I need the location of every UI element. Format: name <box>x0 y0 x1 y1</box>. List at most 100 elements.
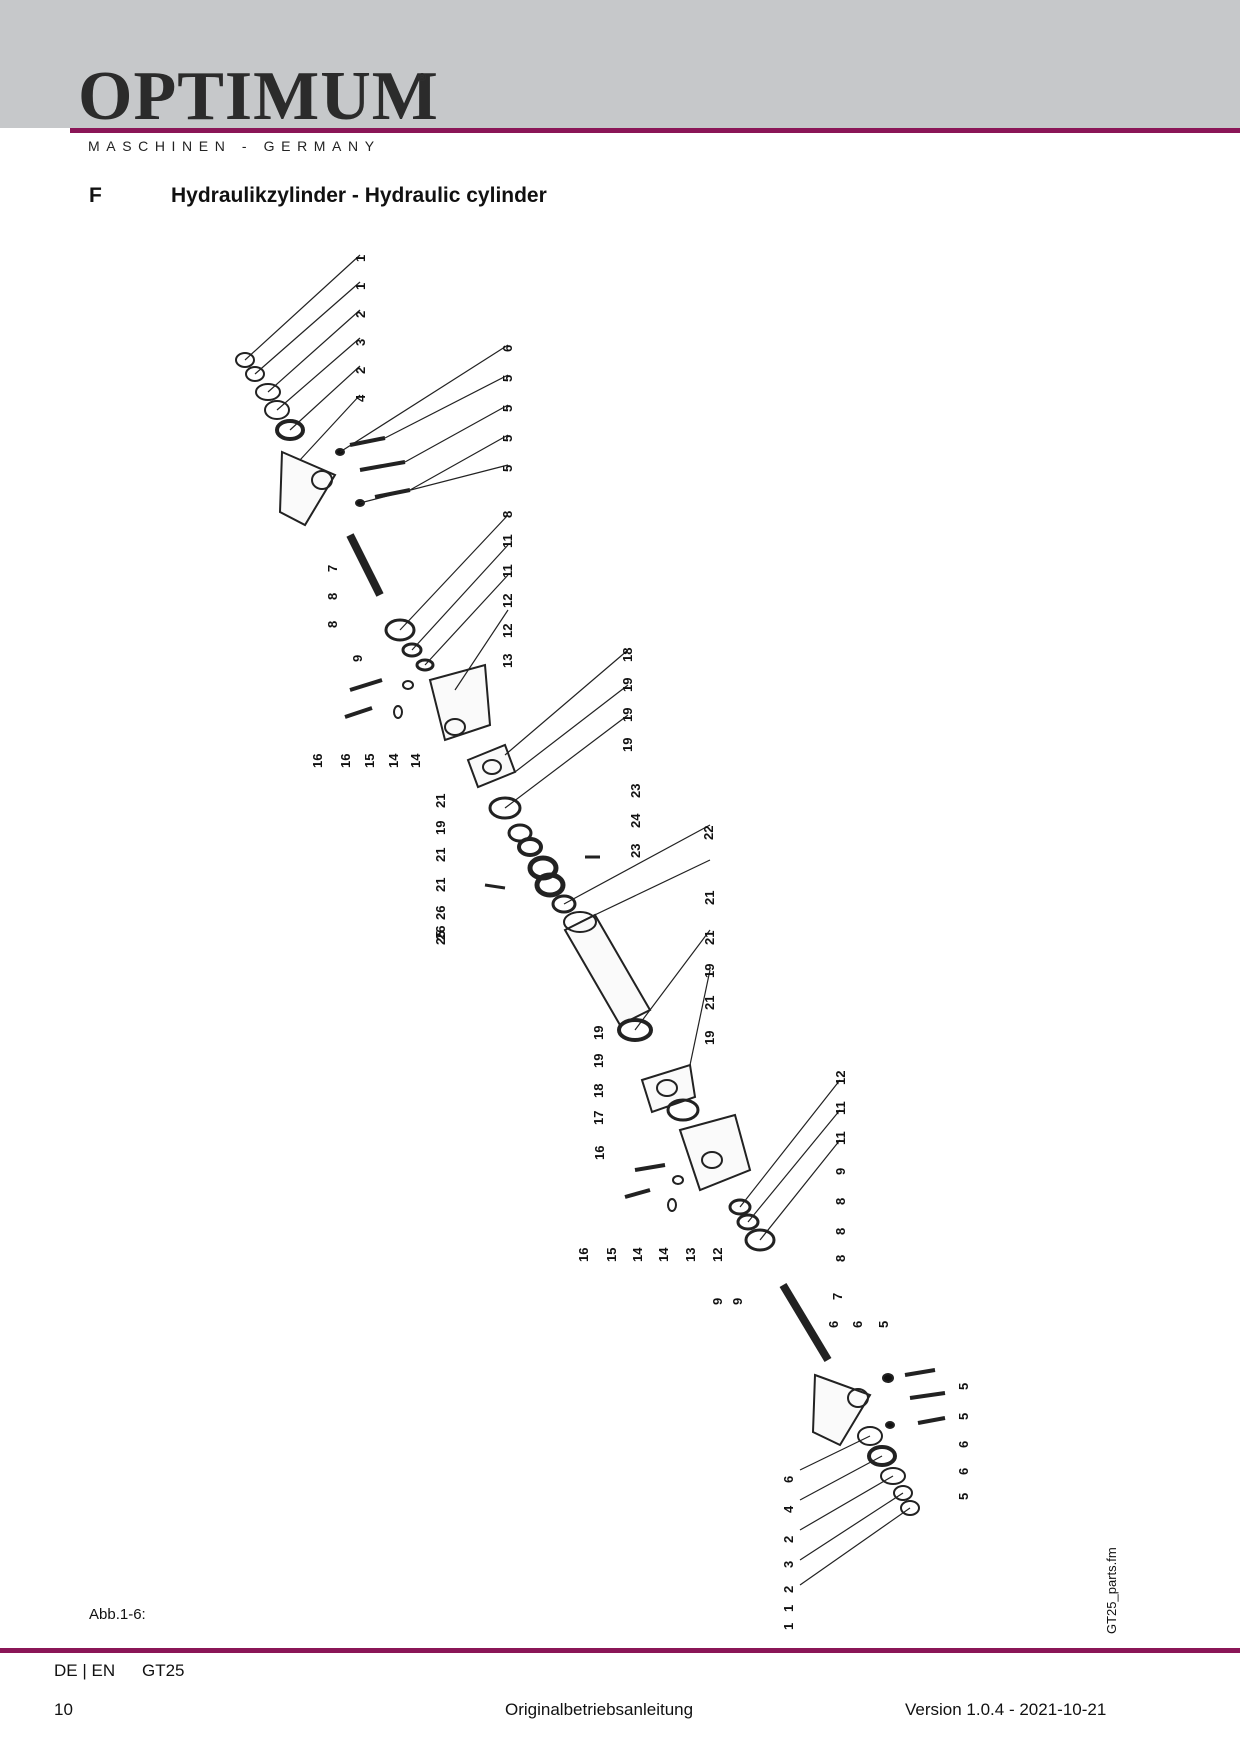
part-callout: 2 <box>781 1536 796 1543</box>
part-nut <box>235 352 255 368</box>
part-callout: 5 <box>500 375 515 382</box>
part-ring <box>736 1213 760 1231</box>
part-callout: 26 <box>433 906 448 920</box>
part-ring <box>488 796 522 820</box>
part-bolt <box>344 706 373 719</box>
part-bolt <box>349 436 386 447</box>
part-shapes <box>235 352 946 1516</box>
part-callout: 16 <box>338 754 353 768</box>
part-callout: 8 <box>833 1228 848 1235</box>
part-washer <box>880 1467 906 1485</box>
footer-version: Version 1.0.4 - 2021-10-21 <box>905 1700 1107 1719</box>
part-tube-end <box>563 911 597 933</box>
part-valve-block <box>428 663 492 742</box>
part-callout: 26 <box>433 926 448 940</box>
part-callout: 11 <box>833 1101 848 1115</box>
part-washer <box>857 1426 883 1446</box>
brand-logo: OPTIMUM <box>78 58 439 135</box>
part-seal <box>672 1175 684 1185</box>
part-callout: 8 <box>500 511 515 518</box>
part-callout: 6 <box>850 1321 865 1328</box>
part-callout: 4 <box>353 394 368 402</box>
part-bolt <box>904 1368 936 1377</box>
part-shaft <box>779 1282 832 1363</box>
part-callout: 5 <box>500 435 515 442</box>
part-callout: 19 <box>620 678 635 692</box>
part-callout: 3 <box>353 339 368 346</box>
part-washer <box>255 383 281 401</box>
part-callout: 14 <box>408 753 423 768</box>
part-flange <box>466 743 517 789</box>
part-callout: 7 <box>830 1293 845 1300</box>
part-callout: 3 <box>781 1561 796 1568</box>
part-callout: 16 <box>592 1146 607 1160</box>
part-callout: 7 <box>325 565 340 572</box>
part-callout: 19 <box>702 1031 717 1045</box>
brand-tagline: MASCHINEN - GERMANY <box>88 138 381 154</box>
part-callout: 5 <box>500 465 515 472</box>
part-flange-bore <box>482 759 502 775</box>
part-callout: 12 <box>500 624 515 638</box>
part-seal <box>402 680 414 690</box>
footer-document-type: Originalbetriebsanleitung <box>505 1700 694 1719</box>
part-callout: 15 <box>604 1248 619 1262</box>
part-bolt <box>634 1163 666 1172</box>
part-callout: 5 <box>956 1383 971 1390</box>
part-ring <box>401 642 423 658</box>
part-callout: 21 <box>433 794 448 808</box>
part-callout: 1 <box>781 1623 796 1630</box>
part-callout: 15 <box>362 754 377 768</box>
part-callout: 22 <box>701 826 716 840</box>
part-callout: 11 <box>500 534 515 548</box>
part-callout: 16 <box>576 1248 591 1262</box>
header-rule <box>70 128 1240 133</box>
part-hub <box>384 618 416 642</box>
part-callout: 6 <box>956 1441 971 1448</box>
part-callout: 18 <box>591 1084 606 1098</box>
section-title: Hydraulikzylinder - Hydraulic cylinder <box>171 184 547 207</box>
part-callout: 8 <box>325 593 340 600</box>
part-callout: 21 <box>433 848 448 862</box>
part-bearing <box>867 1445 897 1467</box>
part-bolt <box>624 1188 651 1199</box>
part-nut <box>900 1500 920 1516</box>
registered-mark: ® <box>418 72 427 84</box>
part-callout: 14 <box>630 1247 645 1262</box>
source-file-label: GT25_parts.fm <box>1104 1547 1119 1634</box>
part-ring <box>728 1198 752 1216</box>
part-bolt <box>359 460 406 472</box>
part-callout: 9 <box>350 655 365 662</box>
part-callout: 19 <box>620 738 635 752</box>
part-callout: 19 <box>433 821 448 835</box>
part-callout: 21 <box>702 996 717 1010</box>
part-callout: 6 <box>956 1468 971 1475</box>
part-callout: 8 <box>833 1255 848 1262</box>
part-callout: 23 <box>628 784 643 798</box>
part-callout: 13 <box>500 654 515 668</box>
part-callout: 21 <box>433 878 448 892</box>
part-callout: 16 <box>310 754 325 768</box>
part-callout: 2 <box>781 1586 796 1593</box>
part-pin <box>484 883 506 890</box>
part-callout: 5 <box>956 1413 971 1420</box>
part-nut <box>245 366 265 382</box>
part-shaft <box>346 533 384 597</box>
part-callout: 5 <box>500 405 515 412</box>
figure-caption: Abb.1-6: <box>89 1606 146 1623</box>
part-bolt <box>909 1391 946 1400</box>
part-bolt <box>917 1416 946 1425</box>
part-flange-bore <box>656 1079 678 1097</box>
part-bearing <box>275 419 305 441</box>
part-callout: 2 <box>353 311 368 318</box>
part-callout: 19 <box>591 1054 606 1068</box>
part-ring <box>551 894 577 914</box>
part-callout: 14 <box>656 1247 671 1262</box>
part-end-plate-boss <box>311 470 333 490</box>
footer-page-number: 10 <box>54 1700 73 1719</box>
part-callout: 12 <box>710 1248 725 1262</box>
part-ring <box>415 658 435 672</box>
part-callout: 1 <box>353 283 368 290</box>
part-seal <box>882 1373 894 1383</box>
part-callout: 1 <box>781 1605 796 1612</box>
